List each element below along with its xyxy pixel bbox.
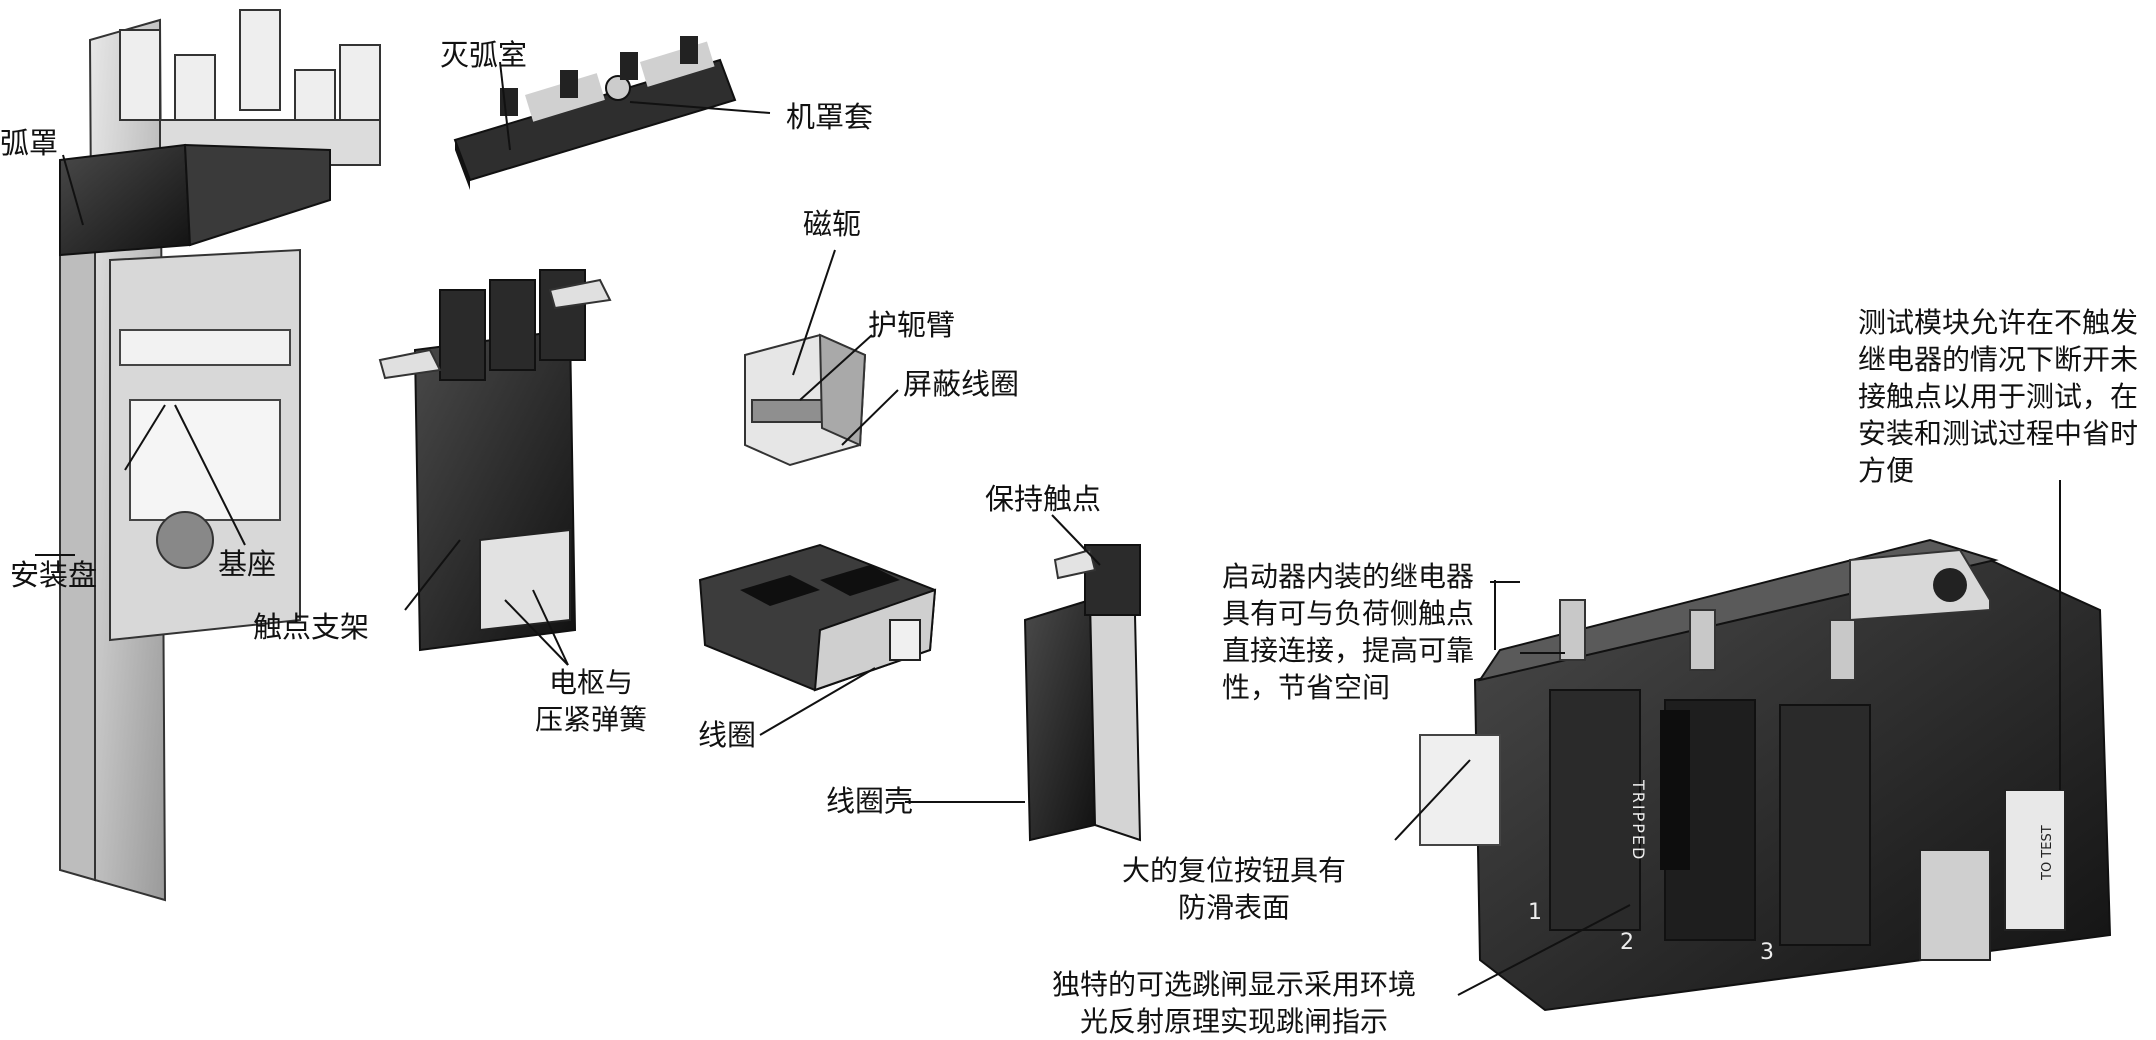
coil-housing-label: 线圈壳 xyxy=(826,784,914,818)
to-test-marking: TO TEST xyxy=(2040,825,2055,880)
shading-coil-label: 屏蔽线圈 xyxy=(903,367,1020,401)
terminal-1-marking: 1 xyxy=(1528,900,1542,925)
leader-lines xyxy=(35,61,2061,996)
arc-chamber-label: 灭弧室 xyxy=(440,38,528,72)
base-label: 基座 xyxy=(218,547,277,581)
overload-relay-part xyxy=(1419,538,2112,1012)
arc-cover-part xyxy=(59,143,331,257)
contact-holder-part xyxy=(378,269,612,652)
reset-button-note: 大的复位按钮具有 防滑表面 xyxy=(1122,854,1347,924)
magnetic-yoke-part xyxy=(744,333,867,467)
armature-spring-label: 电枢与 压紧弹簧 xyxy=(535,666,648,736)
tripped-marking: TRIPPED xyxy=(1629,780,1648,862)
arc-chamber-part xyxy=(453,36,737,190)
test-module-note: 测试模块允许在不触发 继电器的情况下断开未 接触点以用于测试，在 安装和测试过程… xyxy=(1858,306,2139,487)
trip-indicator-note: 独特的可选跳闸显示采用环境 光反射原理实现跳闸指示 xyxy=(1052,968,1417,1038)
relay-note: 启动器内装的继电器 具有可与负荷侧触点 直接连接，提高可靠 性，节省空间 xyxy=(1222,560,1475,704)
mounting-plate-label: 安装盘 xyxy=(10,558,98,592)
machine-cover-label: 机罩套 xyxy=(786,100,874,134)
terminal-screws xyxy=(119,9,381,166)
coil-label: 线圈 xyxy=(698,718,757,752)
holding-contact-label: 保持触点 xyxy=(985,482,1102,516)
coil-part xyxy=(698,543,937,692)
terminal-3-marking: 3 xyxy=(1760,940,1774,965)
contact-holder-label: 触点支架 xyxy=(253,610,370,644)
magnetic-yoke-label: 磁轭 xyxy=(803,207,862,241)
yoke-guard-arm-label: 护轭臂 xyxy=(868,308,956,342)
coil-housing-part xyxy=(1023,544,1142,842)
arc-cover-label: 弧罩 xyxy=(0,126,59,160)
terminal-2-marking: 2 xyxy=(1620,930,1634,955)
